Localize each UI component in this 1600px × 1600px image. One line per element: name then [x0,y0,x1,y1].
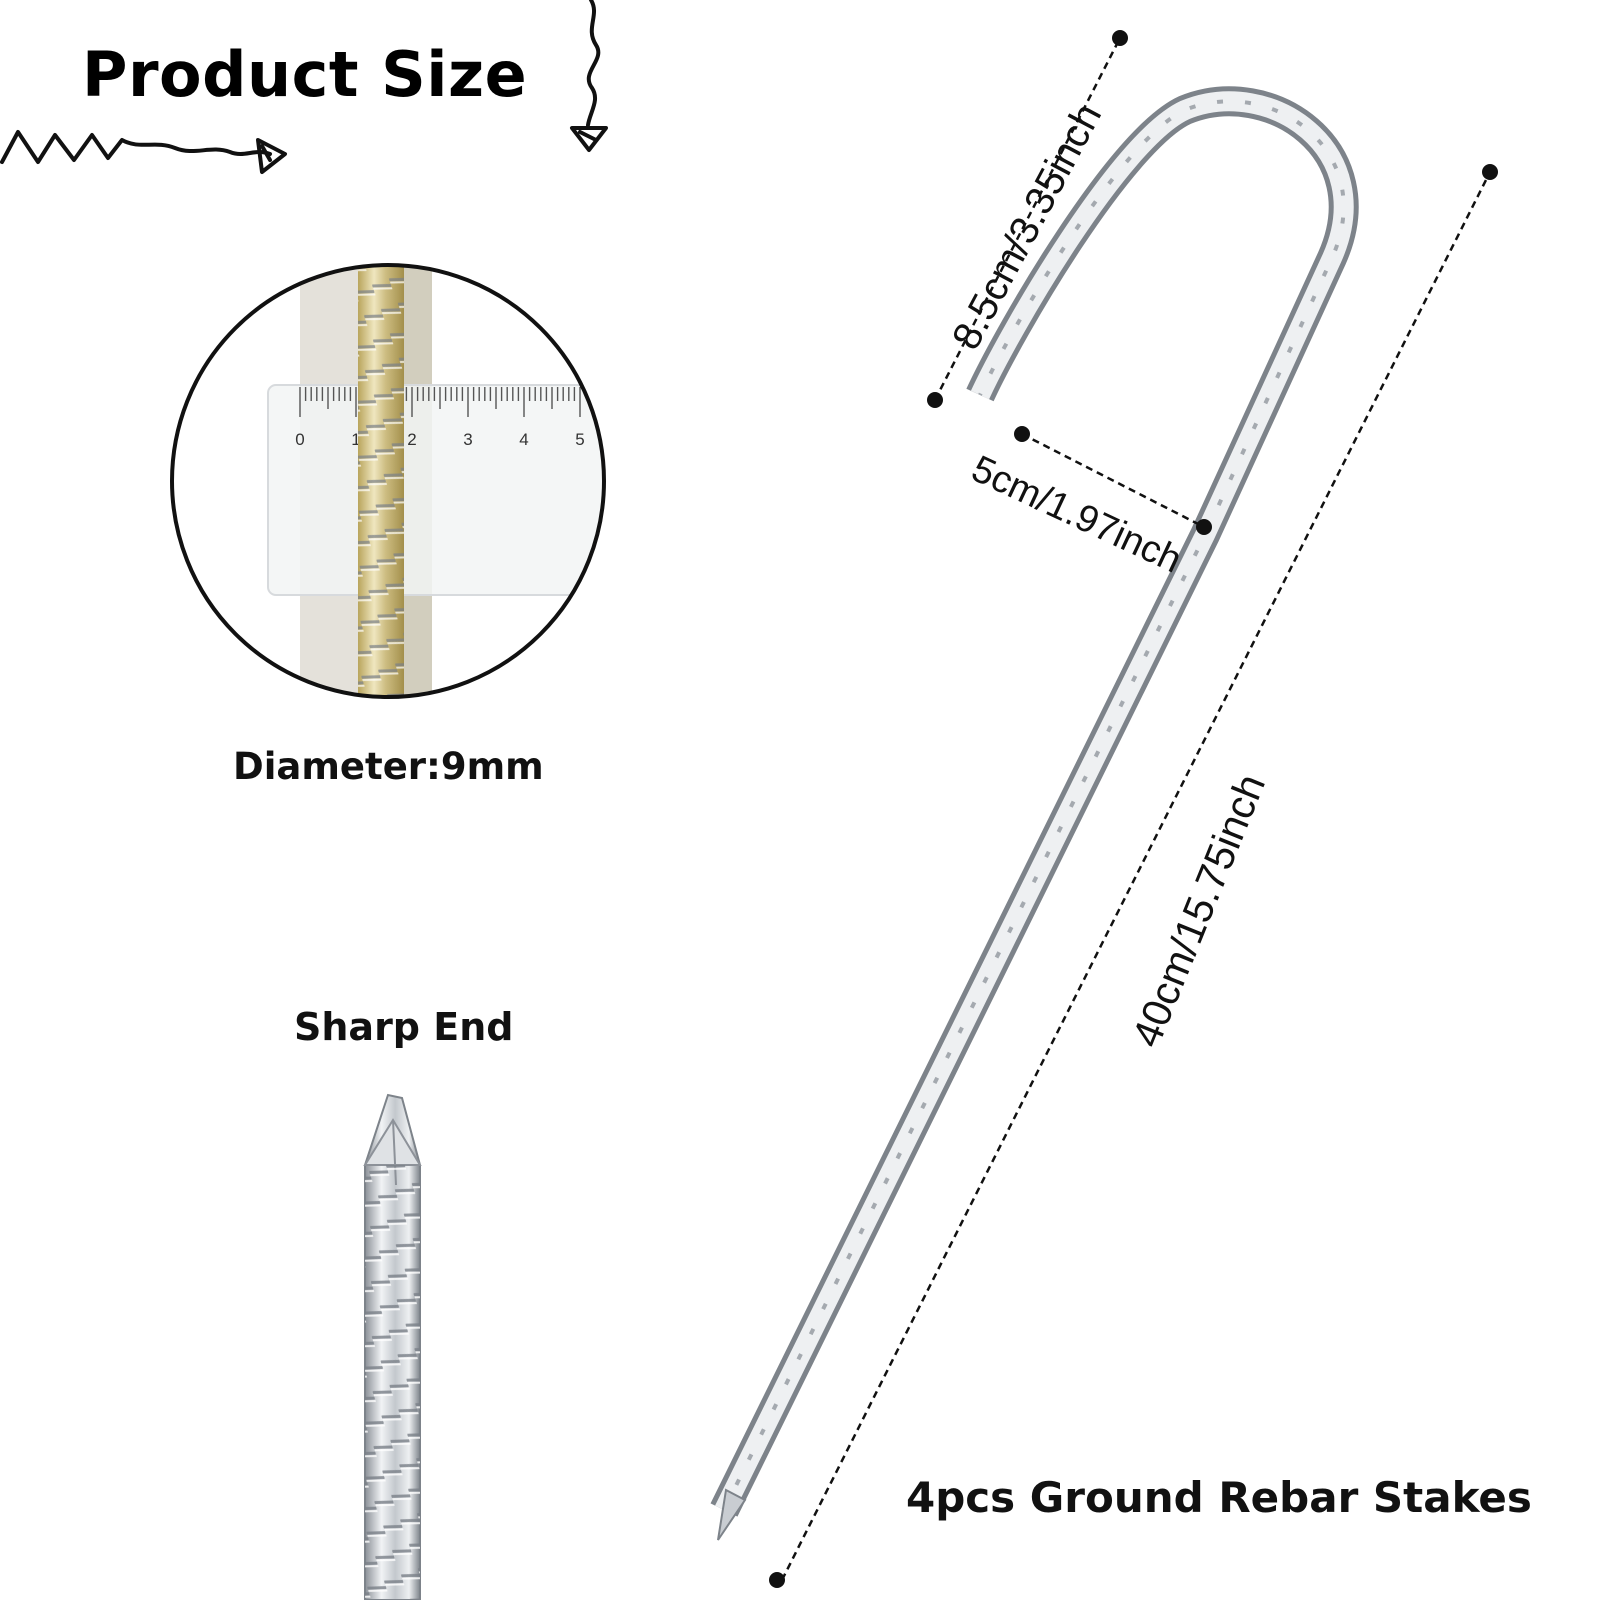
rebar-stake [710,86,1359,1541]
squiggle-arrow-down-icon [570,0,608,152]
ruler-tick-label: 3 [463,430,472,449]
product-name-label: 4pcs Ground Rebar Stakes [906,1473,1532,1522]
page-title: Product Size [82,38,528,111]
ruler-tick-label: 5 [575,430,584,449]
ruler-tick-label: 0 [295,430,304,449]
squiggle-arrow-right-icon [0,130,287,174]
sharp-end-label: Sharp End [294,1005,514,1049]
ruler-tick-label: 1 [351,430,360,449]
diameter-label: Diameter:9mm [233,745,544,788]
sharp-end-closeup [363,1093,422,1600]
ruler-tick-label: 2 [407,430,416,449]
dimension-lines [780,37,1492,1581]
ruler: 0 1 2 3 4 5 [267,384,604,596]
ruler-tick-label: 4 [519,430,528,449]
dimension-endpoints [769,30,1498,1588]
diameter-closeup: 0 1 2 3 4 5 [170,263,606,699]
